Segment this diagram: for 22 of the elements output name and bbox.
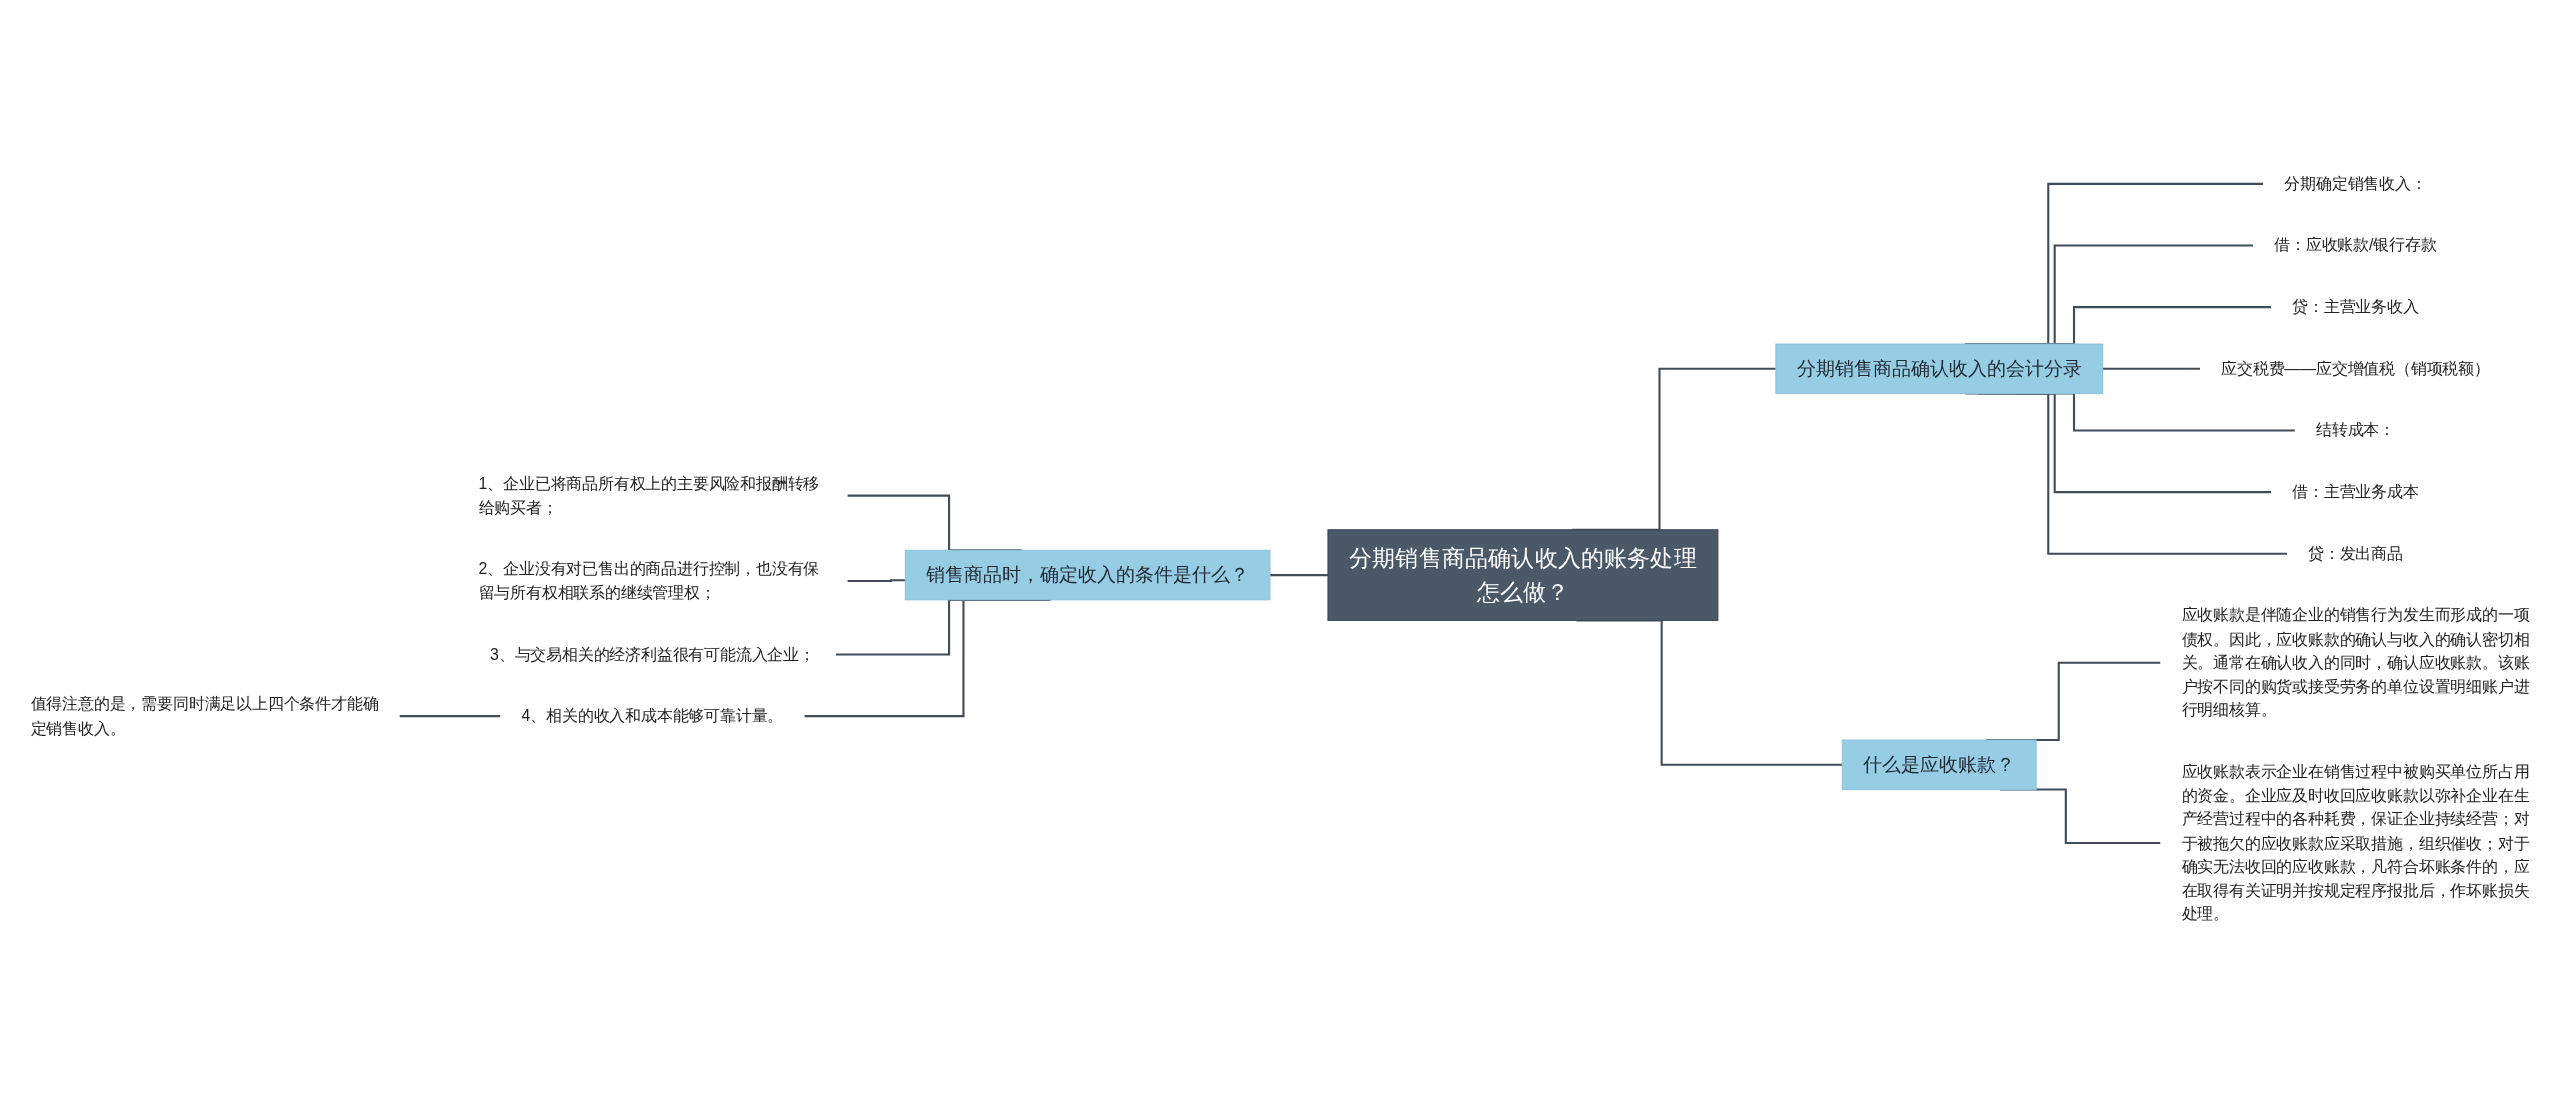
node-text: 分期确定销售收入： [2284, 173, 2427, 192]
node-text: 2、企业没有对已售出的商品进行控制，也没有保留与所有权相联系的继续管理权； [478, 558, 820, 601]
connector [1270, 573, 1328, 576]
node-box: 什么是应收账款？ [1841, 739, 2037, 790]
connector [847, 578, 906, 582]
connector [399, 714, 501, 717]
node-text: 借：主营业务成本 [2292, 481, 2419, 500]
node-text: 1、企业已将商品所有权上的主要风险和报酬转移给购买者； [478, 473, 820, 516]
node-text: 贷：发出商品 [2308, 543, 2403, 562]
node-text: 应收账款表示企业在销售过程中被购买单位所占用的资金。企业应及时收回应收账款以弥补企业在生产经营过程中的各种耗费，保证企业持续经营；对于被拖欠的应收账款应采取措施，组织催收；对于确实无法收回的应收账款，凡符合坏账条件的，应在取得有关证明并按规定程序报批后，作坏账损失处理。 [2181, 761, 2530, 922]
node-text: 3、与交易相关的经济利益很有可能流入企业； [489, 644, 815, 663]
node-text: 借：应收账款/银行存款 [2274, 235, 2437, 254]
node-box: 分期销售商品确认收入的账务处理怎么做？ [1327, 528, 1719, 621]
node-box: 分期销售商品确认收入的会计分录 [1775, 343, 2104, 394]
node-box: 销售商品时，确定收入的条件是什么？ [904, 549, 1271, 600]
node-text: 值得注意的是，需要同时满足以上四个条件才能确定销售收入。 [30, 694, 379, 736]
node-text: 应交税费——应交增值税（销项税额） [2221, 358, 2490, 377]
connector [2102, 367, 2201, 370]
node-text: 4、相关的收入和成本能够可靠计量。 [521, 705, 784, 724]
node-text: 结转成本： [2315, 420, 2396, 439]
node-text: 贷：主营业务收入 [2292, 296, 2419, 315]
node-text: 应收账款是伴随企业的销售行为发生而形成的一项债权。因此，应收账款的确认与收入的确认密切相关。通常在确认收入的同时，确认应收账款。该账户按不同的购货或接受劳务的单位设置明细账户进行明细核算。 [2181, 605, 2530, 718]
